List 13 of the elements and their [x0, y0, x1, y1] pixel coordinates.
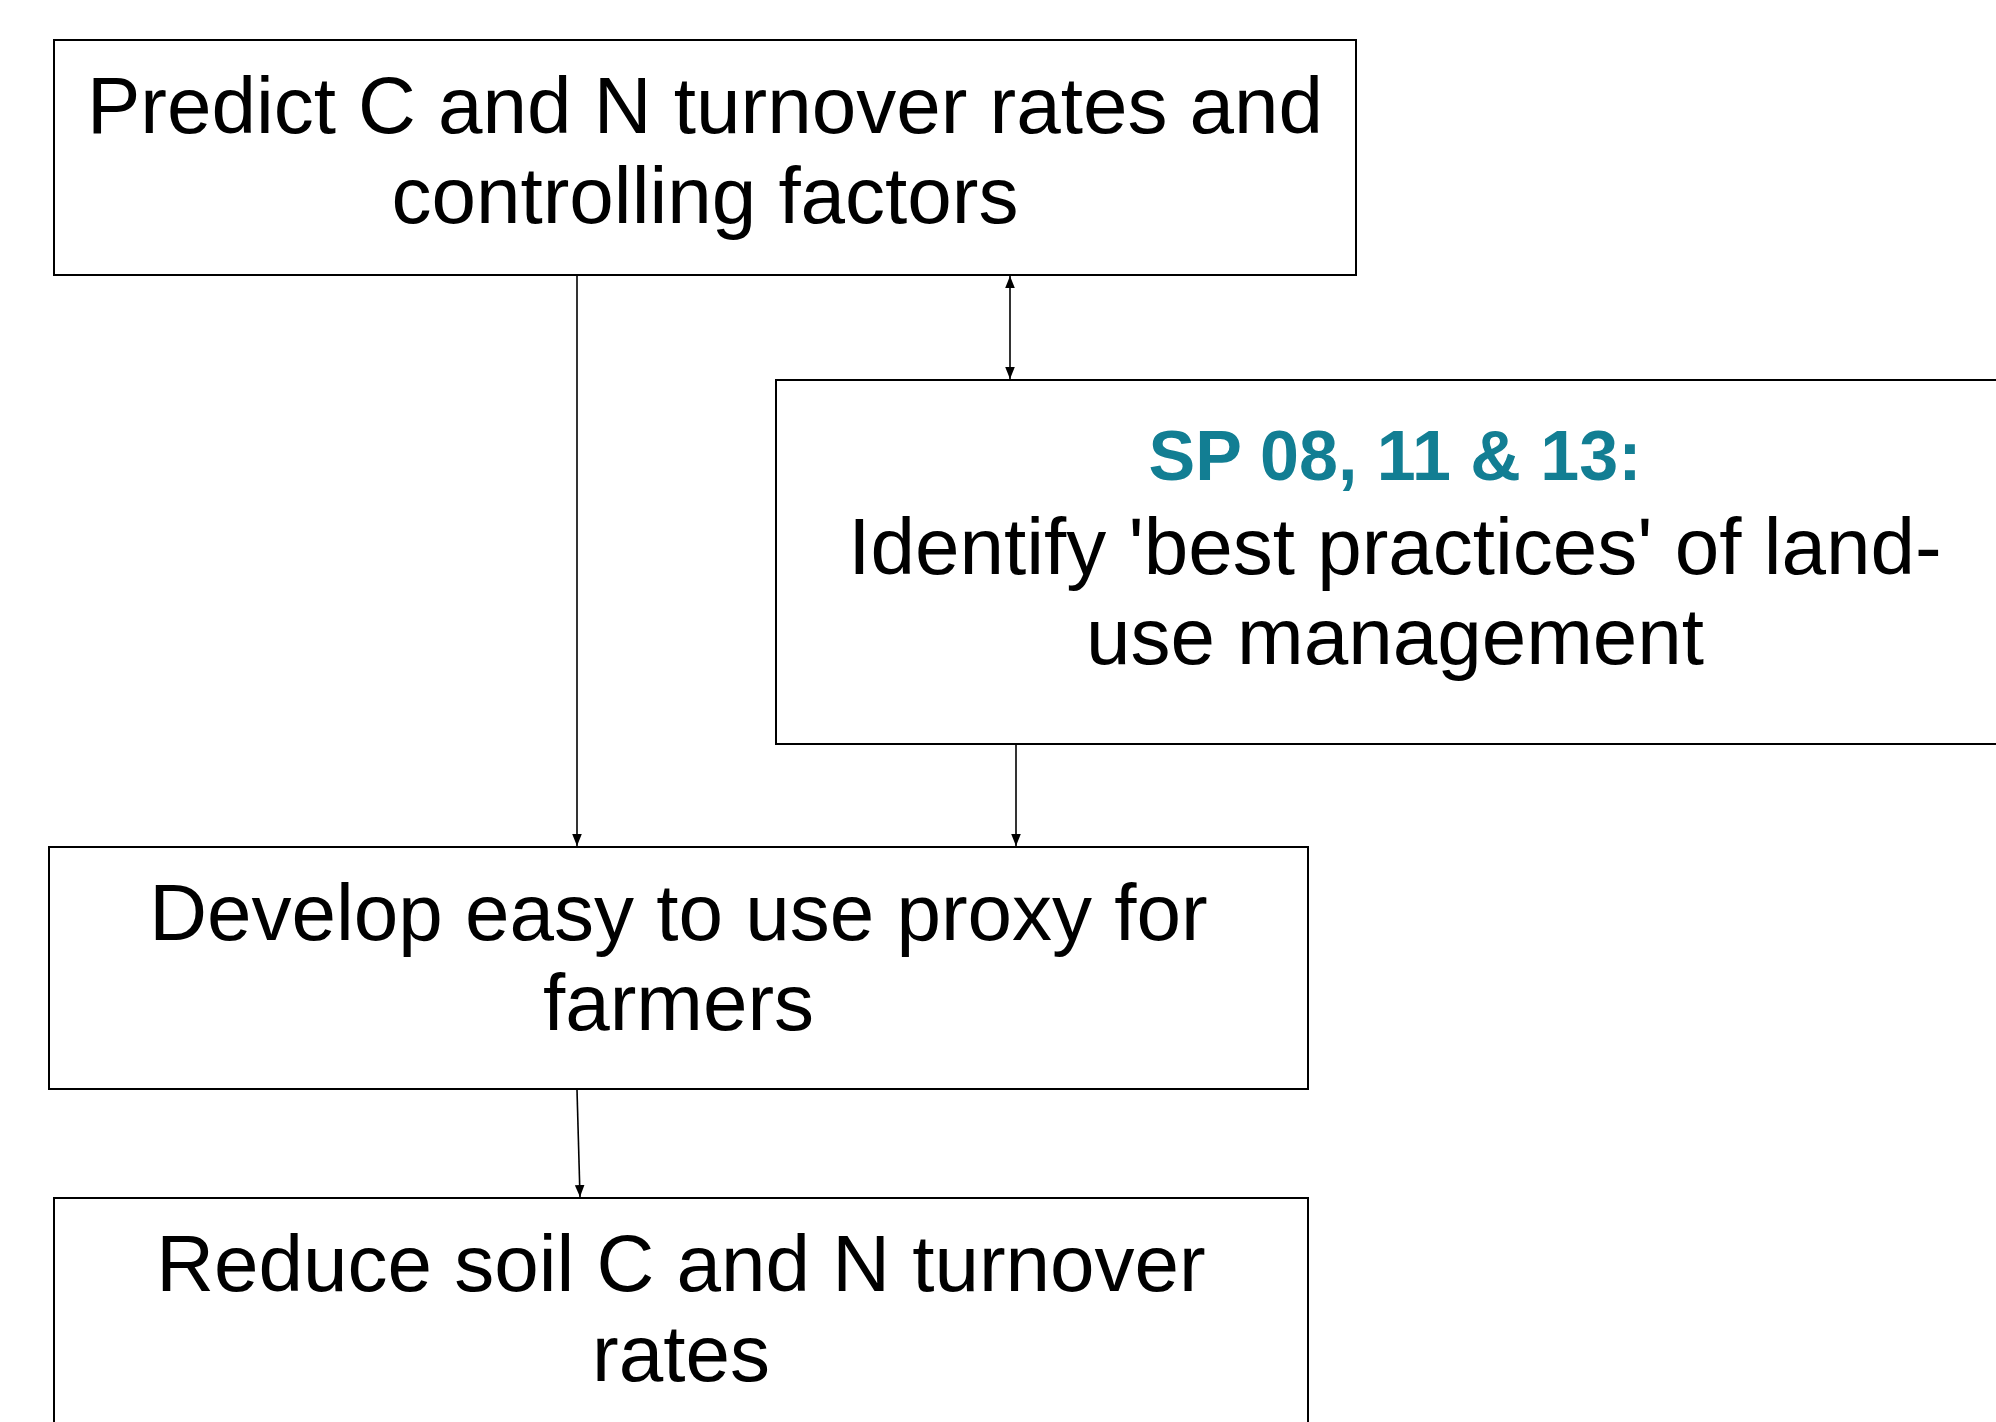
box-text: Predict C and N turnover rates and controlling factors — [85, 61, 1325, 241]
process-box — [53, 39, 1357, 276]
process-box — [53, 1197, 1309, 1422]
box-text: Identify 'best practices' of land-use management — [847, 502, 1943, 682]
box-text: Reduce soil C and N turnover rates — [155, 1219, 1207, 1399]
arrow — [1005, 275, 1015, 380]
process-box — [48, 846, 1309, 1090]
arrow — [574, 1089, 585, 1198]
box-text: Develop easy to use proxy for farmers — [148, 868, 1209, 1048]
arrow — [1011, 744, 1021, 847]
box-heading: SP 08, 11 & 13: — [1148, 416, 1642, 497]
arrow — [572, 275, 582, 847]
process-box — [775, 379, 1996, 745]
